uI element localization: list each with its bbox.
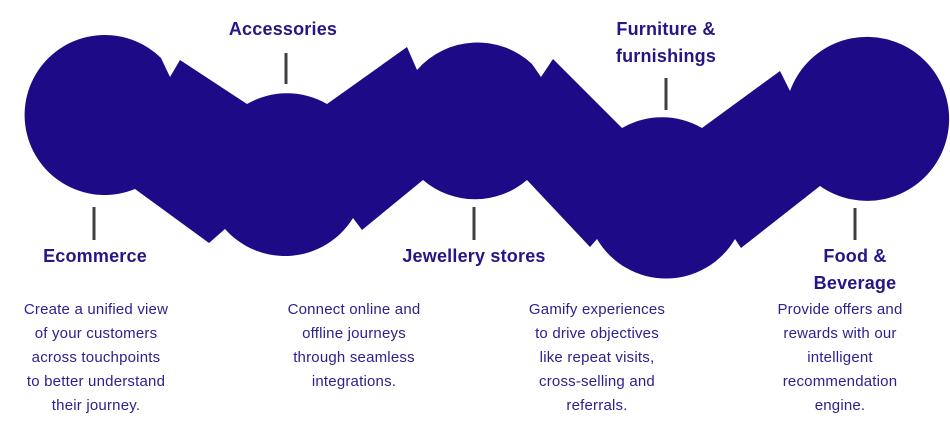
description-offers-rewards: Provide offers and rewards with our inte…: [777, 301, 903, 414]
label-jewellery-stores: Jewellery stores: [402, 246, 546, 266]
description-online-offline: Connect online and offline journeys thro…: [287, 301, 421, 390]
label-accessories: Accessories: [228, 19, 338, 39]
zigzag-ribbon-shape: [24, 34, 950, 279]
label-food-beverage: Food & Beverage: [813, 246, 897, 293]
description-gamify: Gamify experiences to drive objectives l…: [528, 301, 666, 414]
label-furniture-furnishings: Furniture & furnishings: [615, 19, 717, 66]
description-unified-view: Create a unified view of your customers …: [23, 301, 169, 414]
label-ecommerce: Ecommerce: [43, 246, 147, 266]
